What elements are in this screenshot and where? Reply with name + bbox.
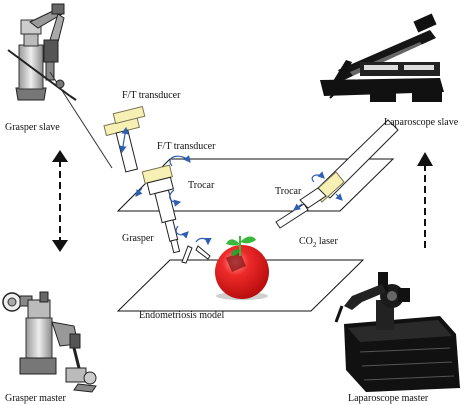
grasper-slave-robot xyxy=(7,3,113,169)
laparoscope-master-device xyxy=(334,272,460,392)
trocar-right-label: Trocar xyxy=(275,186,302,197)
grasper-jaws xyxy=(181,245,211,264)
endometriosis-model-label: Endometriosis model xyxy=(139,310,225,321)
endometriosis-tissue xyxy=(215,236,269,300)
laparoscope-slave-label: Laparoscope slave xyxy=(384,117,459,128)
co2-main: CO xyxy=(299,236,313,247)
co2-subscript: 2 xyxy=(312,241,317,249)
lower-plane xyxy=(116,259,365,312)
grasper-slave-label: Grasper slave xyxy=(5,122,60,133)
co2-laser-word: laser xyxy=(318,236,338,247)
co2-laser-label: CO2 laser xyxy=(299,236,338,251)
grasper-instrument xyxy=(103,116,181,254)
ft-transducer-top-block xyxy=(112,105,146,125)
grasper-label: Grasper xyxy=(122,233,154,244)
laparoscope-slave-robot xyxy=(320,13,444,102)
ft-transducer-mid-label: F/T transducer xyxy=(157,141,216,152)
laparoscope-master-label: Laparoscope master xyxy=(348,393,429,404)
laparoscope-master-slave-link xyxy=(417,152,433,252)
trocar-left-label: Trocar xyxy=(188,180,215,191)
rotation-arrows xyxy=(119,126,343,246)
ft-transducer-top-label: F/T transducer xyxy=(122,90,181,101)
grasper-master-device xyxy=(2,291,97,393)
co2-laser-instrument xyxy=(275,119,399,229)
grasper-master-label: Grasper master xyxy=(5,393,66,404)
grasper-master-slave-link xyxy=(52,150,68,252)
